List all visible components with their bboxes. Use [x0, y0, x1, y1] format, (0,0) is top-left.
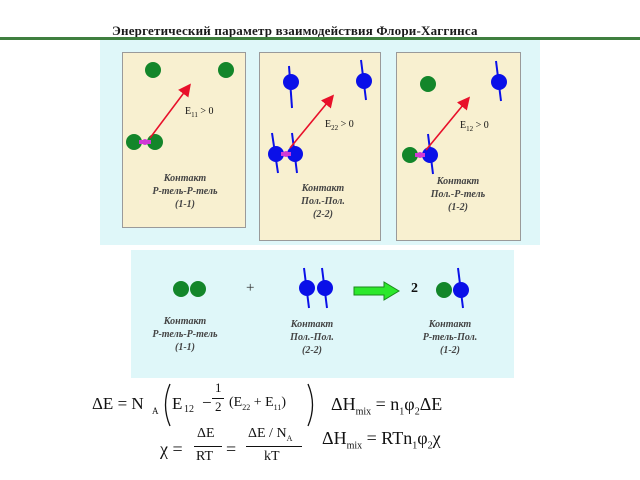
- contact-point: [417, 152, 423, 158]
- solvent-molecule: [145, 62, 161, 78]
- energy-label-11: E11 > 0: [185, 106, 214, 119]
- reaction-arrow: [353, 281, 400, 301]
- page-title: Энергетический параметр взаимодействия Ф…: [112, 23, 478, 38]
- solvent-molecule: [218, 62, 234, 78]
- separation-arrow: [149, 83, 191, 139]
- equation-hmix-2: ΔHmix = RTn1φ2χ: [322, 428, 441, 452]
- polymer-segment: [422, 147, 438, 163]
- polymer-segment: [287, 146, 303, 162]
- energy-label-22: E22 > 0: [325, 119, 354, 132]
- equation-delta-e: ΔE = N A E 12 − 1 2 (E22 + E11): [92, 380, 332, 428]
- energy-label-12: E12 > 0: [460, 120, 489, 133]
- polymer-segment: [299, 280, 315, 296]
- equation-hmix-1: ΔHmix = n1φ2ΔE: [331, 394, 443, 418]
- solvent-molecule: [173, 281, 189, 297]
- solvent-molecule: [126, 134, 142, 150]
- contact-point: [142, 139, 148, 145]
- solvent-molecule: [436, 282, 452, 298]
- solvent-molecule: [190, 281, 206, 297]
- solvent-molecule: [402, 147, 418, 163]
- contact-point: [283, 151, 289, 157]
- equation-chi: χ = ΔE RT = ΔE / NA kT: [160, 424, 310, 474]
- polymer-segment: [283, 74, 299, 90]
- polymer-segment: [356, 73, 372, 89]
- plus-sign: +: [246, 280, 255, 296]
- solvent-molecule: [420, 76, 436, 92]
- polymer-segment: [453, 282, 469, 298]
- title-underline: [0, 37, 640, 40]
- polymer-segment: [491, 74, 507, 90]
- solvent-molecule: [147, 134, 163, 150]
- polymer-segment: [317, 280, 333, 296]
- polymer-segment: [268, 146, 284, 162]
- separation-arrow: [289, 94, 335, 149]
- separation-arrow: [425, 96, 471, 151]
- coefficient-2: 2: [411, 281, 418, 296]
